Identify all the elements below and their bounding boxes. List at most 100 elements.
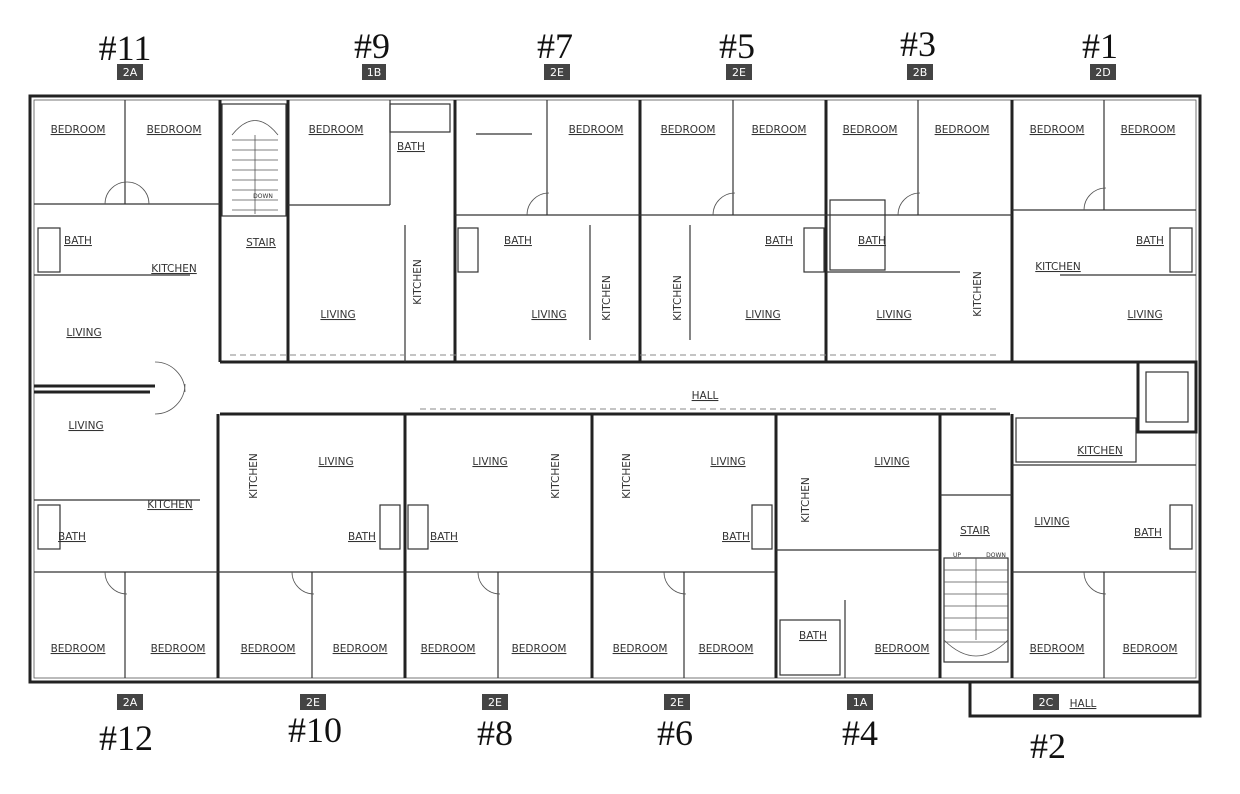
unit-type: 2E: [732, 66, 746, 79]
unit-number: #12: [99, 718, 153, 758]
room-label-kitchen: KITCHEN: [972, 271, 984, 317]
unit-label-5[interactable]: #5 2E: [719, 26, 755, 80]
room-label-bedroom: BEDROOM: [51, 643, 106, 655]
room-label-hall: HALL: [692, 390, 719, 402]
bottom-unit-labels: 2A #12 2E #10 2E #8 2E #6 1A #4 2C #2: [99, 694, 1066, 766]
unit-label-9[interactable]: #9 1B: [354, 26, 390, 80]
unit-type-badge: [847, 694, 873, 710]
bottom-row-partitions: [34, 390, 1196, 678]
room-label-living: LIVING: [66, 327, 101, 339]
room-label-bedroom: BEDROOM: [875, 643, 930, 655]
room-label-bedroom: BEDROOM: [309, 124, 364, 136]
room-label-bedroom: BEDROOM: [147, 124, 202, 136]
unit-label-8[interactable]: 2E #8: [477, 694, 513, 753]
room-label-bedroom: BEDROOM: [843, 124, 898, 136]
unit-number: #8: [477, 713, 513, 753]
room-label-living: LIVING: [472, 456, 507, 468]
room-labels-top: BEDROOM BEDROOM BATH KITCHEN LIVING STAI…: [51, 124, 1176, 339]
room-label-bedroom: BEDROOM: [1030, 124, 1085, 136]
room-label-living: LIVING: [874, 456, 909, 468]
unit-type-badge: [1090, 64, 1116, 80]
room-label-kitchen: KITCHEN: [147, 499, 193, 511]
room-label-bedroom: BEDROOM: [569, 124, 624, 136]
unit-type: 2E: [488, 696, 502, 709]
unit-label-10[interactable]: 2E #10: [288, 694, 342, 750]
room-label-living: LIVING: [531, 309, 566, 321]
elevator-shaft: [1136, 360, 1198, 434]
door-swings: [104, 181, 1107, 595]
unit-label-7[interactable]: #7 2E: [537, 26, 573, 80]
room-label-living: LIVING: [1034, 516, 1069, 528]
room-label-kitchen: KITCHEN: [151, 263, 197, 275]
unit-number: #7: [537, 26, 573, 66]
hall-extension-wall: [968, 682, 1202, 718]
room-label-kitchen: KITCHEN: [1035, 261, 1081, 273]
room-label-bath: BATH: [430, 531, 458, 543]
unit-number: #4: [842, 713, 878, 753]
stair-down-label-north: DOWN: [253, 193, 273, 200]
unit-type-badge: [907, 64, 933, 80]
unit-number: #5: [719, 26, 755, 66]
unit-type-badge: [482, 694, 508, 710]
room-label-bath: BATH: [722, 531, 750, 543]
stair-south: [943, 557, 1009, 663]
room-label-bath: BATH: [58, 531, 86, 543]
unit-label-4[interactable]: 1A #4: [842, 694, 878, 753]
room-label-kitchen: KITCHEN: [412, 259, 424, 305]
room-label-bedroom: BEDROOM: [699, 643, 754, 655]
room-label-bedroom: BEDROOM: [752, 124, 807, 136]
unit-type-badge: [117, 694, 143, 710]
room-label-bath: BATH: [397, 141, 425, 153]
stair-north: [221, 103, 287, 217]
unit-type-badge: [1033, 694, 1059, 710]
room-label-bedroom: BEDROOM: [51, 124, 106, 136]
room-label-living: LIVING: [1127, 309, 1162, 321]
stair-down-label: DOWN: [986, 552, 1006, 559]
unit-number: #10: [288, 710, 342, 750]
room-label-living: LIVING: [876, 309, 911, 321]
room-label-kitchen: KITCHEN: [601, 275, 613, 321]
unit-label-2[interactable]: 2C #2: [1030, 694, 1066, 766]
unit-type-badge: [664, 694, 690, 710]
room-label-bedroom: BEDROOM: [661, 124, 716, 136]
room-label-living: LIVING: [745, 309, 780, 321]
room-label-bath: BATH: [1134, 527, 1162, 539]
room-label-stair: STAIR: [246, 237, 276, 249]
room-label-living: LIVING: [320, 309, 355, 321]
unit-number: #6: [657, 713, 693, 753]
room-label-living: LIVING: [68, 420, 103, 432]
top-row-partitions: [34, 100, 1196, 388]
room-label-kitchen: KITCHEN: [800, 477, 812, 523]
room-label-bedroom: BEDROOM: [1123, 643, 1178, 655]
room-label-bedroom: BEDROOM: [512, 643, 567, 655]
room-label-kitchen: KITCHEN: [621, 453, 633, 499]
unit-label-3[interactable]: #3 2B: [900, 24, 936, 80]
room-label-bath: BATH: [64, 235, 92, 247]
room-label-bath: BATH: [799, 630, 827, 642]
unit-type: 1A: [853, 696, 868, 709]
room-label-bedroom: BEDROOM: [1121, 124, 1176, 136]
room-label-bath: BATH: [504, 235, 532, 247]
unit-label-6[interactable]: 2E #6: [657, 694, 693, 753]
unit-label-12[interactable]: 2A #12: [99, 694, 153, 758]
unit-type: 2E: [670, 696, 684, 709]
unit-type-badge: [117, 64, 143, 80]
unit-number: #3: [900, 24, 936, 64]
unit-type-badge: [362, 64, 386, 80]
room-label-living: LIVING: [710, 456, 745, 468]
room-label-bedroom: BEDROOM: [241, 643, 296, 655]
room-label-bath: BATH: [765, 235, 793, 247]
unit-label-11[interactable]: #11 2A: [99, 28, 152, 80]
unit-number: #1: [1082, 26, 1118, 66]
unit-label-1[interactable]: #1 2D: [1082, 26, 1118, 80]
room-label-bath: BATH: [1136, 235, 1164, 247]
room-label-hall: HALL: [1070, 698, 1097, 710]
unit-type-badge: [300, 694, 326, 710]
room-label-bedroom: BEDROOM: [613, 643, 668, 655]
unit-type-badge: [544, 64, 570, 80]
room-label-kitchen: KITCHEN: [1077, 445, 1123, 457]
unit-number: #2: [1030, 726, 1066, 766]
building-walls: [28, 94, 1202, 718]
exterior-wall-inner: [33, 99, 1197, 679]
